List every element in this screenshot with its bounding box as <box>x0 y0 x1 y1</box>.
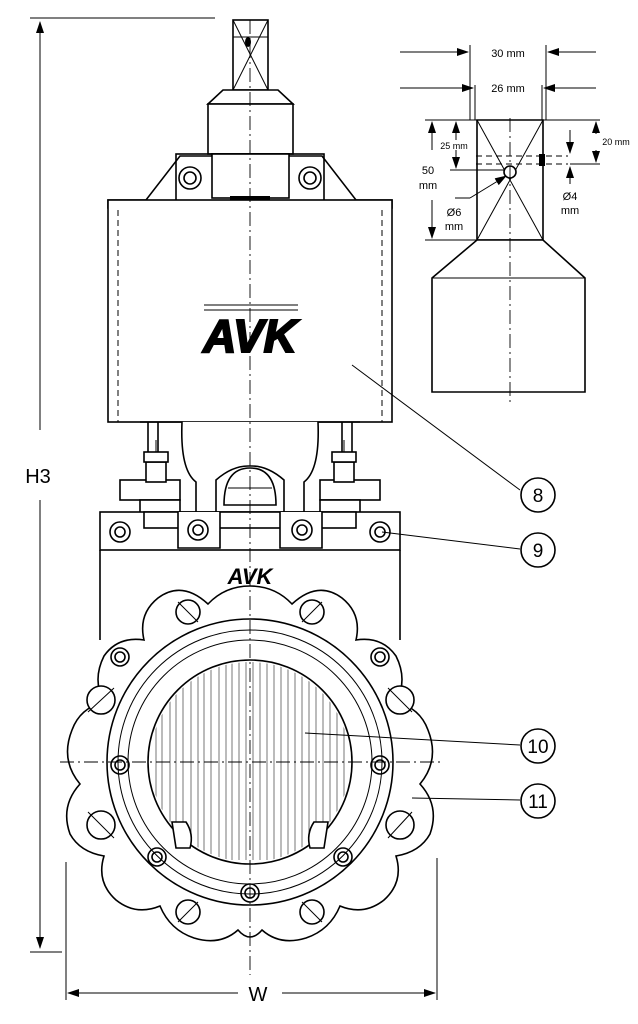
callout-10: 10 <box>304 728 556 764</box>
dim-phi4-value: Ø4 <box>563 191 578 203</box>
dim-50-unit: mm <box>419 180 437 192</box>
callout-11: 11 <box>411 783 556 819</box>
dim-phi4-unit: mm <box>561 205 579 217</box>
dim-phi6-value: Ø6 <box>447 207 462 219</box>
avk-logo-yoke: AVK <box>201 304 301 363</box>
callout-8: 8 <box>351 364 556 513</box>
svg-text:8: 8 <box>533 486 544 507</box>
dim-phi6-unit: mm <box>445 221 463 233</box>
svg-text:10: 10 <box>527 737 548 758</box>
svg-text:9: 9 <box>533 541 544 562</box>
h3-label: H3 <box>25 466 51 488</box>
dim-50-value: 50 <box>422 165 434 177</box>
dim-30mm: 30 mm <box>491 48 525 60</box>
h3-dimension: H3 <box>25 17 215 953</box>
lug-holes <box>86 599 415 925</box>
w-dimension: W <box>65 858 438 1006</box>
dim-25mm: 25 mm <box>440 141 468 151</box>
w-label: W <box>249 984 268 1006</box>
lug-flange <box>65 585 435 942</box>
dim-20mm: 20 mm <box>602 137 630 147</box>
stem-cap-detail: 30 mm 26 mm 25 mm 50 mm Ø6 mm <box>400 45 630 405</box>
svg-text:11: 11 <box>528 792 548 813</box>
stem-pin-hole <box>245 37 251 47</box>
avk-logo-body: AVK <box>227 564 275 589</box>
dim-26mm: 26 mm <box>491 83 525 95</box>
avk-logo-text: AVK <box>202 310 299 362</box>
callout-9: 9 <box>381 531 556 568</box>
